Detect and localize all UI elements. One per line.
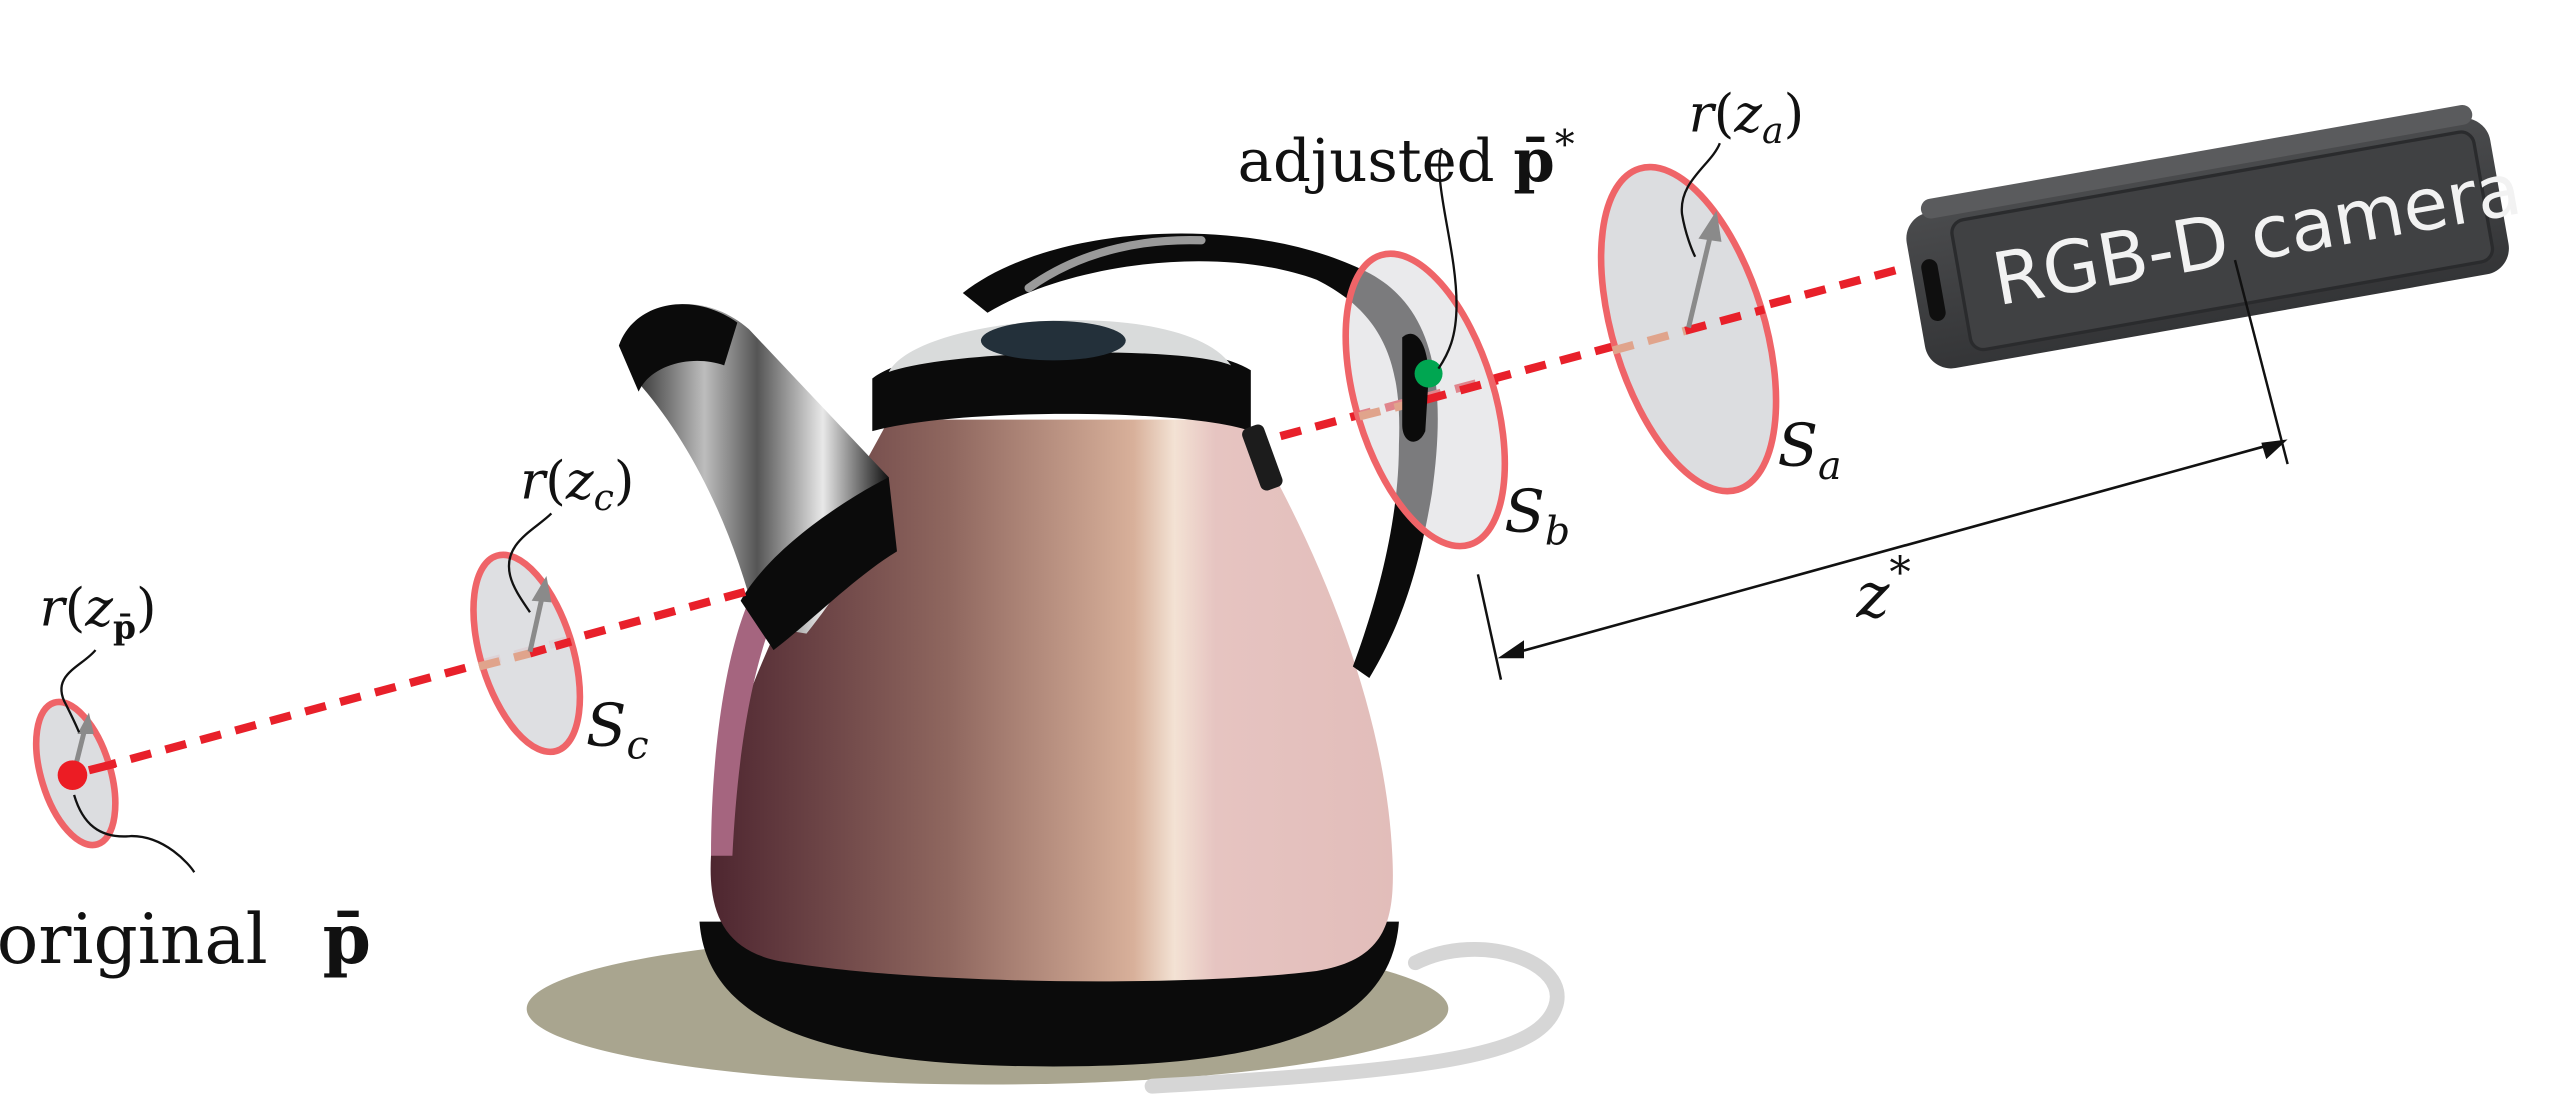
leader-lines — [60, 142, 1721, 873]
ray-inside-c — [477, 649, 532, 671]
label-radius-c: r(zc) — [520, 451, 634, 520]
subscript: a — [1762, 109, 1784, 152]
camera-face — [1950, 130, 2495, 352]
ray-through-a — [1684, 305, 1766, 335]
radius-arrow-c-icon — [527, 591, 546, 653]
kettle-lid-knob — [980, 320, 1126, 361]
r-symbol: r — [1689, 84, 1717, 145]
svg-text:adjusted p̄*: adjusted p̄* — [1238, 122, 1575, 195]
svg-text:Sb: Sb — [1504, 477, 1570, 555]
depth-arrow-line — [1507, 441, 2279, 657]
extension-line-near — [1476, 574, 1503, 680]
svg-text:r(zp̄): r(zp̄) — [40, 577, 157, 646]
label-depth: z* — [1855, 549, 1910, 633]
sphere-c — [470, 551, 584, 756]
ray-segment-left — [94, 586, 750, 773]
handle-slot — [1402, 333, 1429, 442]
kettle-body-edge — [711, 600, 774, 856]
ray-through-b — [1424, 376, 1499, 404]
svg-text:z*: z* — [1855, 549, 1910, 633]
leader-r-a — [1680, 142, 1721, 258]
r-symbol: r — [520, 451, 548, 512]
sphere-original — [32, 698, 119, 849]
label-radius-original: r(zp̄) — [40, 577, 157, 646]
kettle-handle-highlight — [1024, 235, 1206, 293]
label-radius-a: r(za) — [1689, 84, 1805, 153]
subscript: c — [627, 723, 649, 769]
sphere-b — [1342, 250, 1509, 550]
adjusted-point-marker — [1414, 359, 1443, 388]
subscript: a — [1818, 443, 1842, 489]
s-symbol: S — [1777, 411, 1818, 480]
label-adjusted-point: adjusted p̄* — [1238, 122, 1575, 195]
ray-through-c — [528, 636, 578, 658]
label-sphere-b: Sb — [1504, 477, 1570, 555]
ray-start — [87, 759, 117, 775]
paren-close: ) — [1784, 84, 1805, 145]
kettle-reflection — [1144, 942, 1565, 1094]
kettle-handle — [962, 233, 1438, 679]
label-original-point: original p̄ — [0, 899, 371, 980]
depth-dimension — [1476, 259, 2289, 680]
z-symbol: z — [1855, 559, 1890, 632]
z-symbol: z — [84, 577, 113, 638]
depth-arrowhead-far-icon — [2261, 439, 2288, 460]
radius-arrowhead-a-icon — [1698, 210, 1722, 242]
kettle-illustration — [526, 233, 1565, 1094]
kettle-spout-joint — [740, 477, 897, 651]
svg-text:r(za): r(za) — [1689, 84, 1805, 153]
kettle-switch — [1242, 424, 1283, 491]
ray-inside-a — [1611, 326, 1687, 355]
radius-arrow-a-icon — [1686, 229, 1715, 329]
depth-arrowhead-near-icon — [1497, 640, 1525, 659]
subscript: p̄ — [113, 608, 136, 647]
leader-original — [73, 794, 196, 873]
superscript: * — [1889, 549, 1910, 599]
rgbd-camera: RGB-D camera — [1906, 105, 2527, 369]
paren-open: ( — [545, 451, 566, 512]
r-symbol: r — [40, 577, 68, 638]
paren-open: ( — [65, 577, 86, 638]
s-symbol: S — [586, 691, 627, 760]
z-symbol: z — [1733, 84, 1762, 145]
svg-text:Sc: Sc — [586, 691, 649, 769]
subscript: b — [1545, 509, 1570, 555]
kettle-lid-ring — [872, 343, 1251, 432]
kettle-spout-tip — [618, 304, 738, 392]
label-original-word: original — [0, 900, 268, 980]
label-adjusted-word: adjusted — [1238, 126, 1495, 195]
leader-r-original — [60, 649, 97, 733]
label-adjusted-sup: * — [1555, 122, 1575, 168]
sphere-a — [1597, 163, 1780, 495]
z-symbol: z — [565, 451, 594, 512]
paren-close: ) — [614, 451, 635, 512]
camera-lens-slot — [1921, 259, 1946, 321]
radius-arrowhead-original-icon — [77, 712, 94, 734]
label-adjusted-symbol: p̄ — [1513, 125, 1554, 195]
radius-arrowhead-c-icon — [531, 576, 552, 603]
label-sphere-a: Sa — [1777, 411, 1841, 489]
label-sphere-c: Sc — [586, 691, 649, 769]
leader-adjusted — [1437, 147, 1458, 370]
label-original-symbol: p̄ — [323, 899, 371, 980]
camera-ray — [94, 262, 1911, 773]
leader-r-c — [507, 512, 553, 613]
svg-text:r(zc): r(zc) — [520, 451, 634, 520]
paren-close: ) — [136, 577, 157, 638]
camera-top-texture — [1920, 105, 2473, 219]
paren-open: ( — [1714, 84, 1735, 145]
original-point-marker — [57, 760, 88, 790]
subscript: c — [594, 476, 614, 519]
svg-text:Sa: Sa — [1777, 411, 1841, 489]
s-symbol: S — [1504, 477, 1545, 546]
extension-line-far — [2233, 259, 2289, 465]
